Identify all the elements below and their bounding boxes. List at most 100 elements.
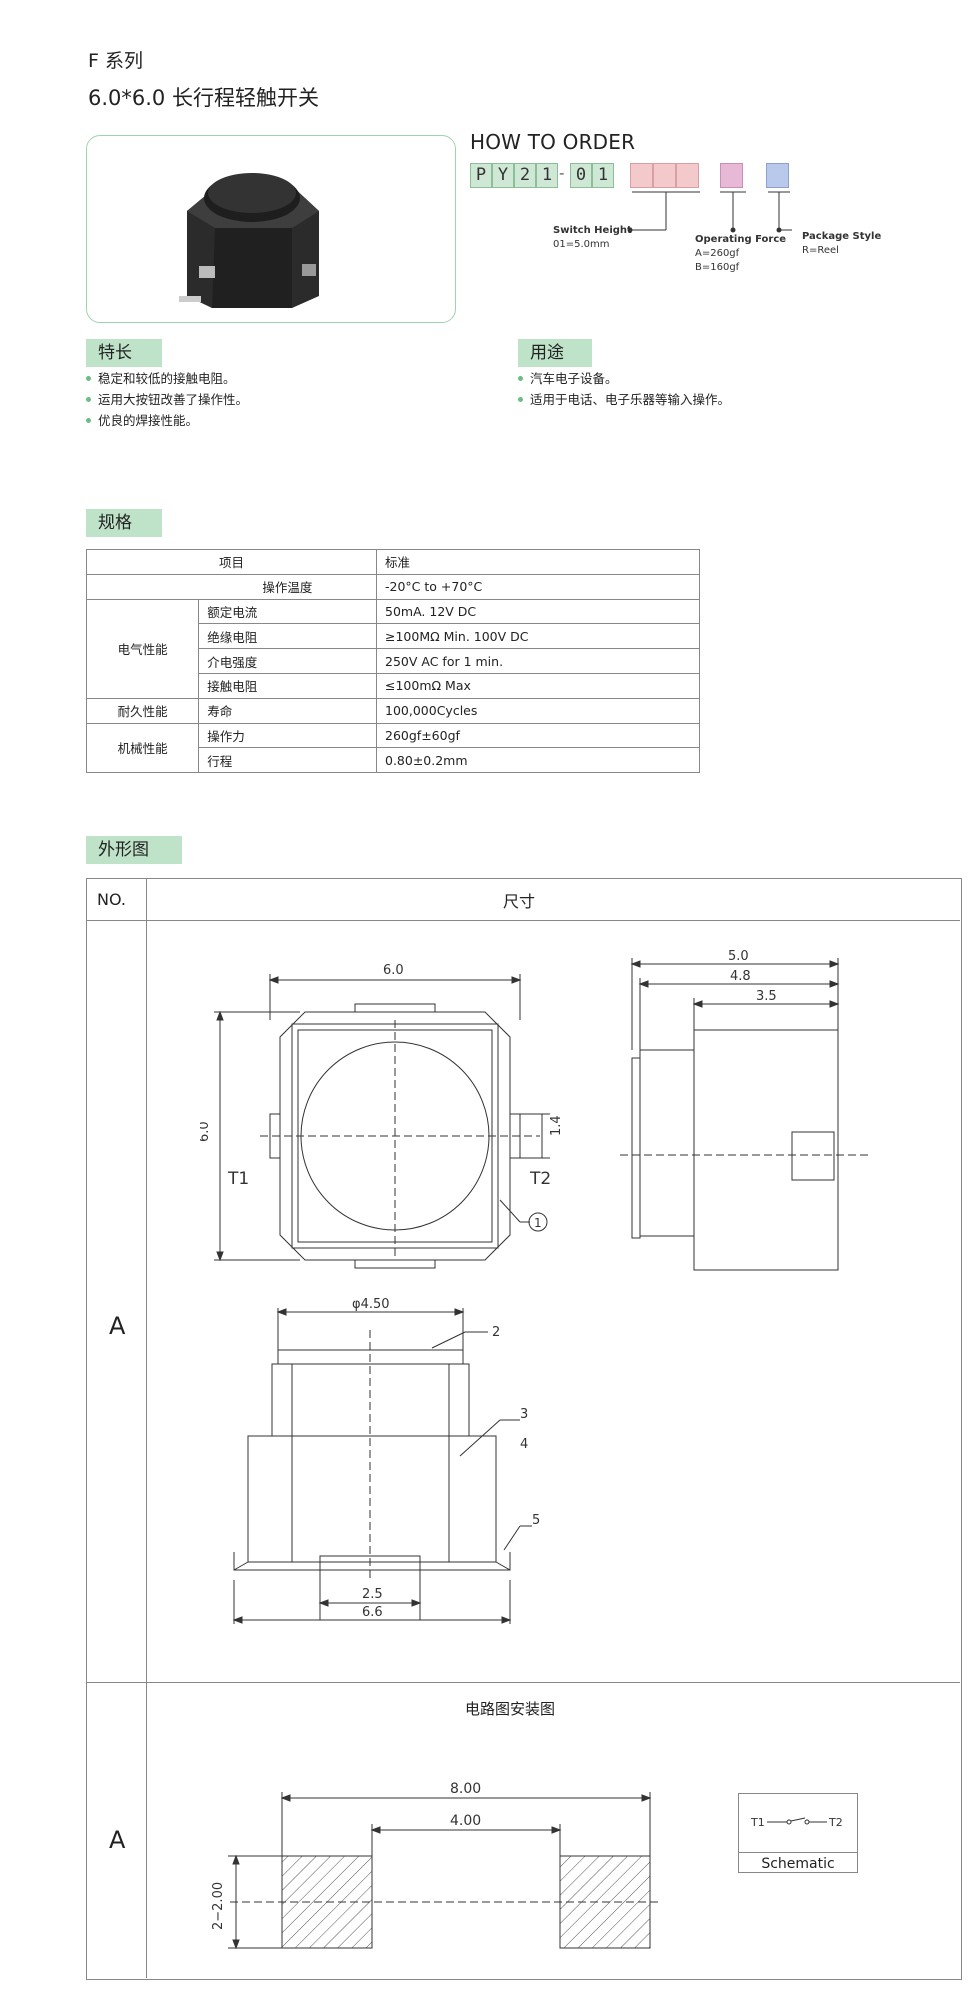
dim-base-66: 6.6 — [362, 1605, 383, 1620]
switch-height-box — [676, 163, 699, 188]
callout-3: 3 — [520, 1407, 528, 1422]
dim-phi: φ4.50 — [352, 1297, 390, 1312]
switch-height-box — [630, 163, 653, 188]
terminal-t2-label: T2 — [529, 1169, 551, 1189]
switch-schematic-symbol: T1 T2 — [750, 1816, 843, 1829]
spec-value: -20°C to +70°C — [376, 573, 700, 600]
outline-row-label: A — [109, 1312, 126, 1340]
spec-col-standard: 标准 — [376, 549, 700, 575]
features-heading: 特长 — [86, 339, 162, 367]
spec-item: 额定电流 — [198, 598, 377, 625]
front-view-drawing: φ4.50 2.5 6.6 2 3 4 5 — [232, 1297, 540, 1624]
top-view-drawing: 6.0 6.0 1.4 T1 T2 1 — [200, 963, 564, 1269]
callout-5: 5 — [532, 1513, 540, 1528]
spec-group: 机械性能 — [85, 722, 200, 774]
series-label: F 系列 — [88, 50, 143, 72]
dim-top-width: 6.0 — [383, 963, 404, 978]
operating-force-legend: Operating Force A=260gf B=160gf — [695, 233, 786, 275]
applications-list: 汽车电子设备。 适用于电话、电子乐器等输入操作。 — [518, 368, 730, 410]
spec-item: 行程 — [198, 747, 377, 774]
table-row: 介电强度 250V AC for 1 min. — [87, 648, 700, 674]
side-view-drawing: 5.0 4.8 3.5 — [620, 950, 870, 1271]
spec-item: 介电强度 — [198, 648, 377, 674]
callout-4: 4 — [520, 1437, 528, 1452]
order-code-char: Y — [492, 163, 514, 188]
spec-value: 260gf±60gf — [376, 722, 700, 749]
spec-group: 电气性能 — [85, 598, 200, 699]
list-item: 适用于电话、电子乐器等输入操作。 — [518, 389, 730, 410]
dim-side-5: 5.0 — [728, 950, 749, 964]
spec-value: ≥100MΩ Min. 100V DC — [376, 623, 700, 650]
order-leader-lines — [627, 191, 792, 233]
spec-value: 0.80±0.2mm — [376, 747, 700, 774]
pcb-layout-title: 电路图安装图 — [465, 1700, 556, 1718]
package-style-box — [766, 163, 789, 188]
switch-product-image — [179, 173, 319, 308]
callout-2: 2 — [492, 1325, 500, 1340]
spec-table: 项目 标准 操作温度 -20°C to +70°C 电气性能 额定电流 50mA… — [85, 549, 700, 774]
list-item: 稳定和较低的接触电阻。 — [86, 368, 248, 389]
schematic-t2: T2 — [828, 1816, 843, 1829]
order-code-char: 2 — [514, 163, 536, 188]
spec-item: 操作力 — [198, 722, 377, 749]
order-code-char: 0 — [570, 163, 592, 188]
table-row: 机械性能 操作力 260gf±60gf — [85, 722, 700, 774]
schematic-t1: T1 — [750, 1816, 765, 1829]
package-style-label: Package Style — [802, 231, 882, 242]
table-row: 接触电阻 ≤100mΩ Max — [87, 672, 700, 699]
table-row: 绝缘电阻 ≥100MΩ Min. 100V DC — [87, 623, 700, 650]
switch-height-box — [653, 163, 676, 188]
spec-col-item: 项目 — [86, 549, 377, 575]
outline-divider — [146, 878, 147, 1978]
operating-force-label: Operating Force — [695, 234, 787, 245]
package-style-legend: Package Style R=Reel — [802, 230, 881, 258]
spec-group — [85, 573, 199, 600]
spec-item: 接触电阻 — [198, 672, 377, 699]
spec-group: 耐久性能 — [85, 697, 200, 724]
switch-height-value: 01=5.0mm — [553, 239, 610, 250]
order-code-char: P — [470, 163, 492, 188]
dim-side-48: 4.8 — [730, 969, 751, 984]
table-row: 项目 标准 — [86, 549, 700, 575]
outline-col-dim: 尺寸 — [503, 892, 536, 911]
applications-heading: 用途 — [518, 339, 592, 367]
order-code-char: 1 — [536, 163, 558, 188]
outline-divider — [86, 1682, 960, 1683]
switch-height-label: Switch Height — [553, 225, 632, 236]
spec-item: 寿命 — [198, 697, 377, 724]
spec-item: 绝缘电阻 — [198, 623, 377, 650]
dim-top-height: 6.0 — [200, 1121, 212, 1142]
operating-force-a: A=260gf — [695, 248, 740, 259]
switch-height-legend: Switch Height 01=5.0mm — [553, 224, 632, 252]
operating-force-box — [720, 163, 743, 188]
table-row: 电气性能 额定电流 50mA. 12V DC — [85, 598, 700, 699]
features-list: 稳定和较低的接触电阻。 运用大按钮改善了操作性。 优良的焊接性能。 — [86, 368, 248, 431]
spec-value: 250V AC for 1 min. — [376, 648, 700, 674]
list-item: 汽车电子设备。 — [518, 368, 730, 389]
schematic-box: T1 T2 Schematic — [738, 1793, 858, 1873]
spec-value: 100,000Cycles — [376, 697, 700, 724]
dim-tab-width: 1.4 — [549, 1115, 564, 1136]
outline-row-label: A — [109, 1826, 126, 1854]
list-item: 优良的焊接性能。 — [86, 410, 248, 431]
dim-pcb-pad: 2−2.00 — [211, 1882, 226, 1930]
spec-value: ≤100mΩ Max — [376, 672, 700, 699]
spec-item: 操作温度 — [198, 573, 377, 600]
dim-pcb-800: 8.00 — [450, 1781, 481, 1797]
pcb-layout-drawing: 8.00 4.00 2−2.00 — [211, 1781, 660, 1950]
product-photo-card — [86, 135, 456, 323]
outline-col-no: NO. — [97, 890, 126, 909]
table-row: 操作温度 -20°C to +70°C — [85, 573, 700, 600]
dim-pcb-400: 4.00 — [450, 1813, 481, 1829]
spec-heading: 规格 — [86, 509, 162, 537]
order-code-char: 1 — [592, 163, 614, 188]
terminal-t1-label: T1 — [227, 1169, 249, 1189]
how-to-order-heading: HOW TO ORDER — [470, 130, 636, 154]
page-title: 6.0*6.0 长行程轻触开关 — [88, 86, 319, 110]
outline-divider — [86, 920, 960, 921]
outline-frame — [86, 878, 962, 1980]
list-item: 运用大按钮改善了操作性。 — [86, 389, 248, 410]
schematic-label: Schematic — [739, 1852, 857, 1875]
operating-force-b: B=160gf — [695, 262, 740, 273]
outline-heading: 外形图 — [86, 836, 182, 864]
